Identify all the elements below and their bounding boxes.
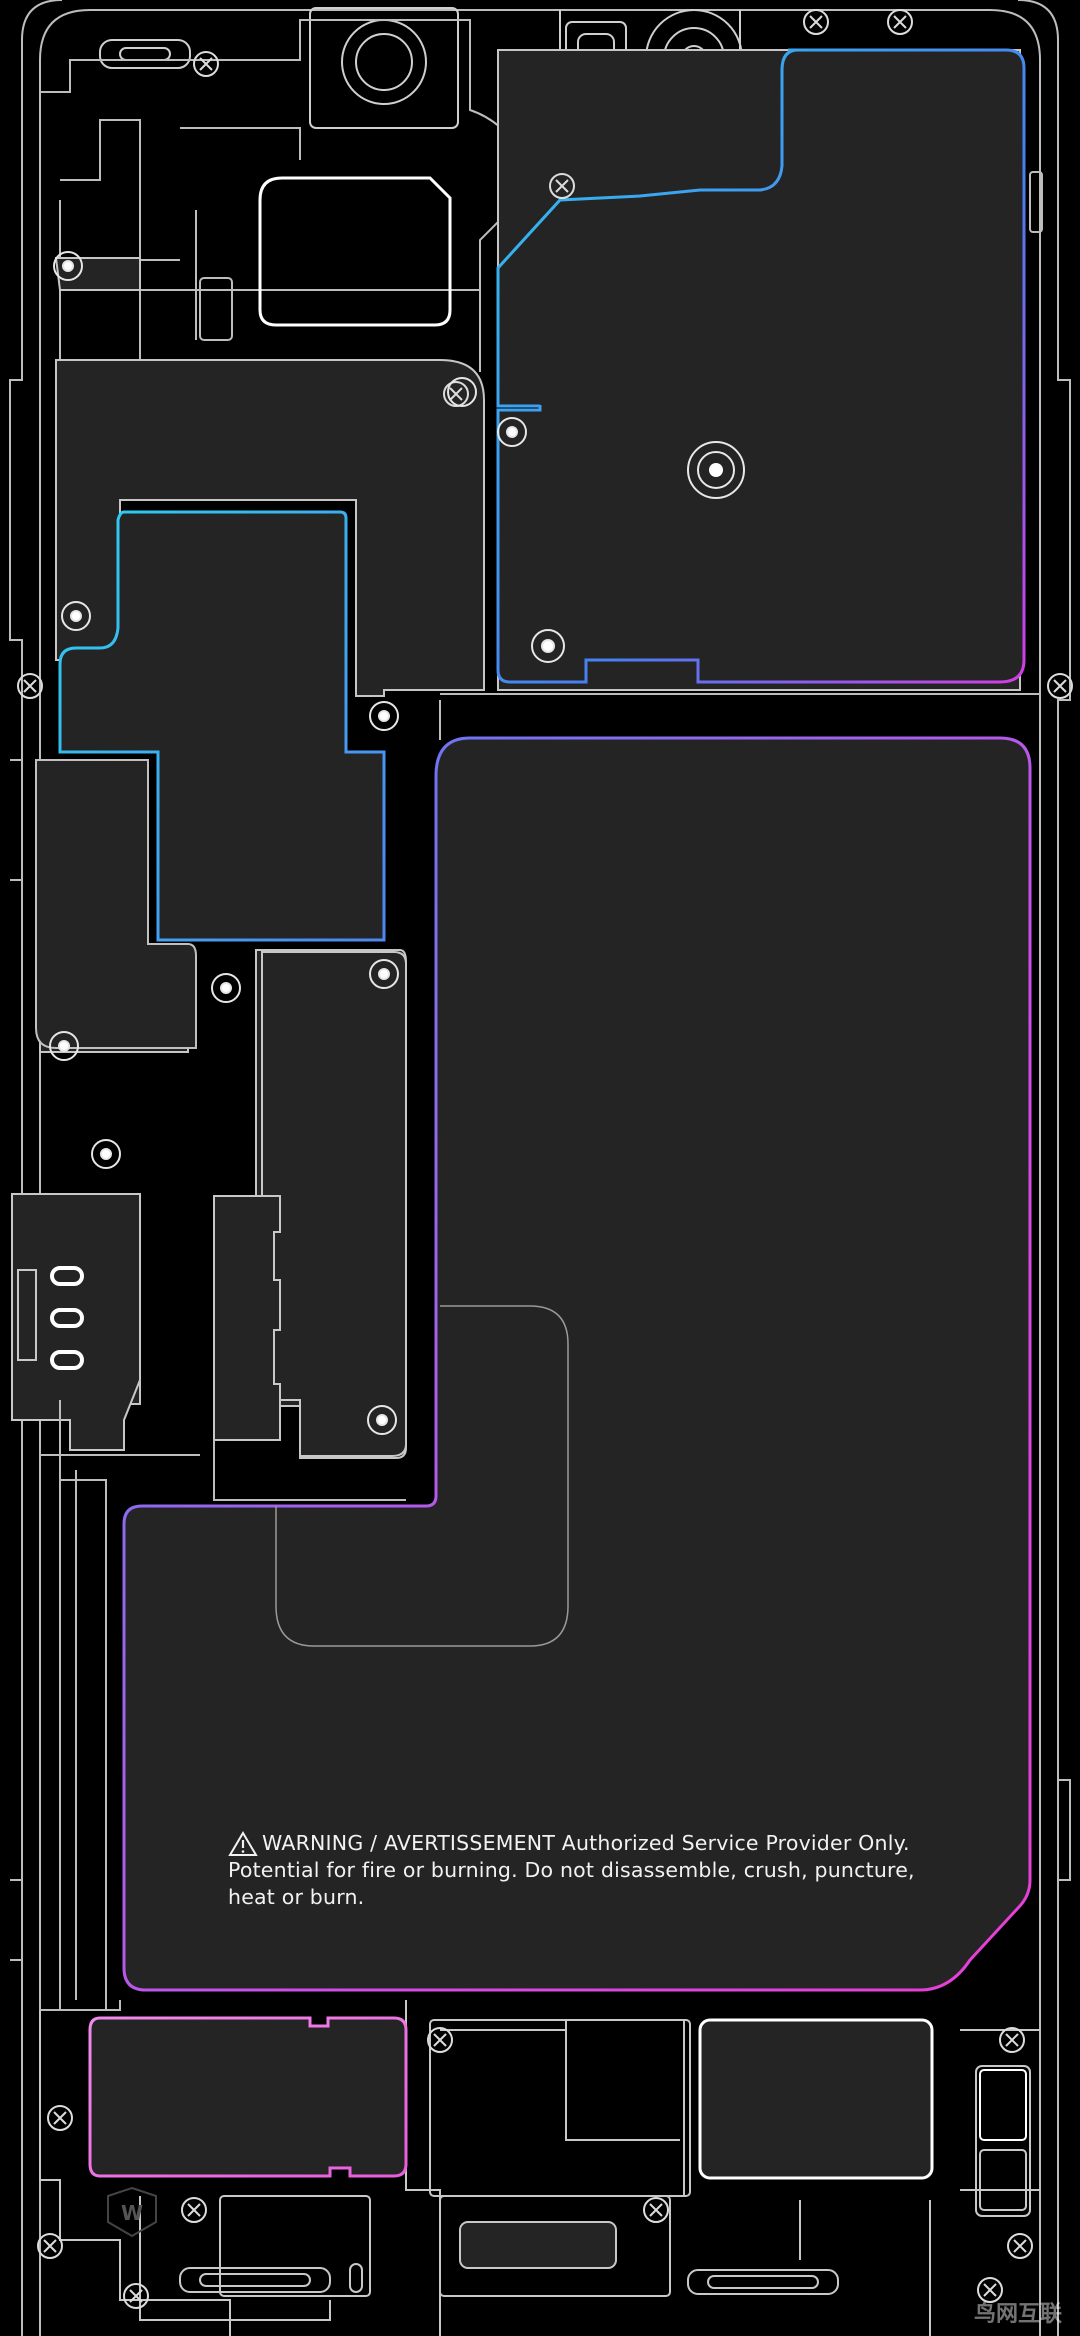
battery-inner-outline <box>275 1305 569 1647</box>
sim-tray <box>11 1193 141 1451</box>
bottom-left-module <box>88 2016 408 2178</box>
left-lower-panel <box>35 759 197 1049</box>
svg-text:W: W <box>121 2201 143 2225</box>
phone-frame <box>9 0 1071 2336</box>
left-rails <box>40 1400 406 2011</box>
center-panel-column <box>213 951 407 1457</box>
warning-line-2: Potential for fire or burning. Do not di… <box>228 1858 915 1882</box>
watermark: 鸟网互联 <box>973 2302 1062 2327</box>
battery <box>122 736 1032 1992</box>
warning-triangle-icon <box>228 1830 258 1856</box>
warning-line-1: WARNING / AVERTISSEMENT Authorized Servi… <box>262 1831 910 1855</box>
w-shield-logo-icon: W <box>107 2186 157 2238</box>
standoffs <box>49 251 565 1435</box>
battery-warning-label: WARNING / AVERTISSEMENT Authorized Servi… <box>228 1830 948 1911</box>
bottom-right-module <box>698 2018 934 2180</box>
grommet <box>687 441 745 499</box>
bottom-modules <box>39 2000 1040 2336</box>
screws <box>17 9 1073 2309</box>
top-right-shield <box>496 48 1026 684</box>
top-left-chip <box>258 176 452 327</box>
warning-line-3: heat or burn. <box>228 1885 365 1909</box>
left-logic-panel <box>58 510 386 942</box>
sim-contacts <box>50 1266 84 1370</box>
